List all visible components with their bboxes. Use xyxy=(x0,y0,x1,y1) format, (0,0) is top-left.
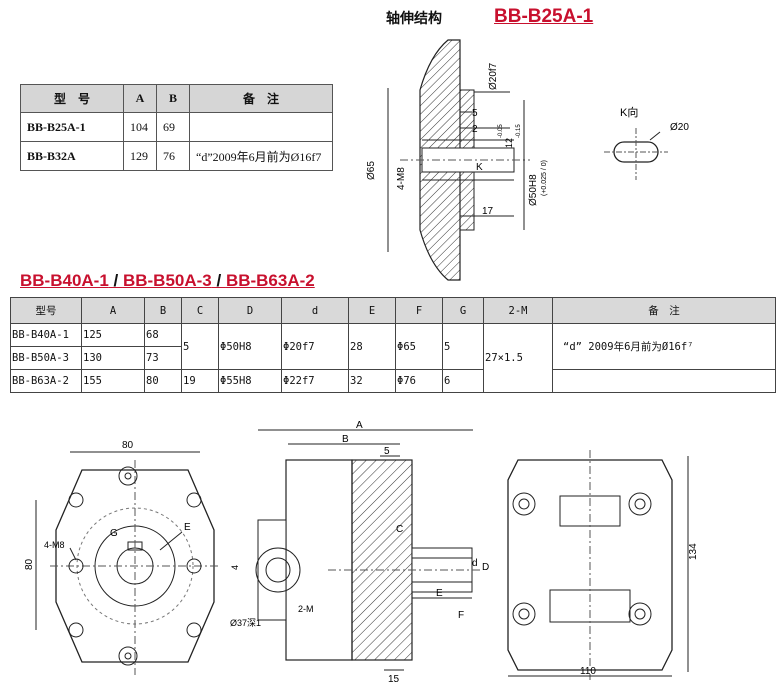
side-label-e: E xyxy=(436,588,443,599)
t2-cell-f: Φ76 xyxy=(395,369,443,393)
side-dim-15: 15 xyxy=(388,674,400,685)
dim-d50h8: Ø50H8 xyxy=(528,174,539,206)
t2-cell-b: 80 xyxy=(144,369,182,393)
t2-cell-note: “d” 2009年6月前为Ø16f⁷ xyxy=(552,323,776,370)
t2-header: F xyxy=(395,297,443,324)
side-label-d: d xyxy=(472,558,478,569)
t2-cell-d: Φ50H8 xyxy=(218,323,282,370)
model-title-top: BB-B25A-1 xyxy=(494,6,594,27)
t2-cell-model: BB-B63A-2 xyxy=(10,369,82,393)
t2-header: G xyxy=(442,297,484,324)
t1-cell-b: 69 xyxy=(156,112,190,142)
t2-header: A xyxy=(81,297,145,324)
side-view-drawing: A B 5 4 C d D E F Ø37深1 2-M 15 xyxy=(230,420,489,685)
model-table-large: 型号 A B C D d E F G 2-M 备 注 BB-B40A-1 125… xyxy=(10,297,776,393)
t1-cell-model: BB-B32A xyxy=(20,141,124,171)
t1-cell-note: “d”2009年6月前为Ø16f7 xyxy=(189,141,333,171)
t1-header-a: A xyxy=(123,84,157,113)
dim-d65: Ø65 xyxy=(366,161,377,180)
t2-cell-a: 130 xyxy=(81,346,145,370)
t2-cell-e: 32 xyxy=(348,369,396,393)
structure-label: 轴伸结构 xyxy=(386,10,442,26)
t2-cell-f: Φ65 xyxy=(395,323,443,370)
dim-2: 2 xyxy=(472,124,478,135)
dim-d50h8-tol: (+0.025 / 0) xyxy=(541,160,548,196)
t2-cell-dd: Φ22f7 xyxy=(281,369,349,393)
side-label-f: F xyxy=(458,610,464,621)
front-label-4m8: 4-M8 xyxy=(44,540,65,550)
t2-cell-b: 73 xyxy=(144,346,182,370)
front-view-drawing: 80 80 G E 4-M8 xyxy=(24,440,220,675)
rear-dim-110: 110 xyxy=(580,666,596,677)
t2-cell-g: 6 xyxy=(442,369,484,393)
dim-d20f7: Ø20f7 xyxy=(488,62,499,90)
dim-k: K xyxy=(476,162,483,173)
t2-cell-b: 68 xyxy=(144,323,182,347)
dim-17: 17 xyxy=(482,206,494,217)
t2-header: E xyxy=(348,297,396,324)
t2-cell-g: 5 xyxy=(442,323,484,370)
model-table-small: 型 号 A B 备 注 BB-B25A-1 104 69 BB-B32A 129… xyxy=(20,84,333,171)
k-view-drawing: K向 Ø20 xyxy=(604,105,689,180)
t2-header: C xyxy=(181,297,219,324)
series-title-1: BB-B40A-1 xyxy=(20,271,109,290)
dim-4m8: 4-M8 xyxy=(396,167,407,190)
t1-header-note: 备 注 xyxy=(189,84,333,113)
t2-header: 备 注 xyxy=(552,297,776,324)
t1-cell-model: BB-B25A-1 xyxy=(20,112,124,142)
front-label-g: G xyxy=(110,528,118,539)
front-dim-80-left: 80 xyxy=(24,558,35,570)
t2-header: D xyxy=(218,297,282,324)
dim-5: 5 xyxy=(472,108,478,119)
side-label-dd: D xyxy=(482,562,489,573)
t2-header: 2-M xyxy=(483,297,553,324)
t1-header-b: B xyxy=(156,84,190,113)
t2-header: d xyxy=(281,297,349,324)
rear-view-drawing: 134 110 xyxy=(507,450,699,680)
dim-12-upper: -0.05 xyxy=(498,124,504,138)
t2-cell-m: 27×1.5 xyxy=(483,323,553,393)
t1-cell-b: 76 xyxy=(156,141,190,171)
t1-cell-a: 129 xyxy=(123,141,157,171)
side-label-c: C xyxy=(396,524,403,535)
series-title-3: BB-B63A-2 xyxy=(225,271,315,290)
k-view-d20: Ø20 xyxy=(670,122,689,133)
rear-dim-134: 134 xyxy=(688,543,699,560)
t2-cell-e: 28 xyxy=(348,323,396,370)
t2-cell-model: BB-B50A-3 xyxy=(10,346,82,370)
t2-cell-dd: Φ20f7 xyxy=(281,323,349,370)
series-title-sep: / xyxy=(108,271,123,290)
dim-12: 12 xyxy=(504,138,514,148)
t2-cell-note-empty xyxy=(552,369,776,393)
series-title-sep: / xyxy=(211,271,226,290)
t2-cell-model: BB-B40A-1 xyxy=(10,323,82,347)
t2-header: 型号 xyxy=(10,297,82,324)
t2-cell-c: 5 xyxy=(181,323,219,370)
side-dim-b: B xyxy=(342,434,349,445)
model-series-title: BB-B40A-1 / BB-B50A-3 / BB-B63A-2 xyxy=(20,271,315,291)
t1-cell-a: 104 xyxy=(123,112,157,142)
t2-cell-a: 125 xyxy=(81,323,145,347)
side-dim-a: A xyxy=(356,420,363,431)
front-dim-80-top: 80 xyxy=(122,440,134,451)
t2-cell-c: 19 xyxy=(181,369,219,393)
t2-cell-a: 155 xyxy=(81,369,145,393)
dim-12-lower: -0.15 xyxy=(516,124,522,138)
k-view-label: K向 xyxy=(620,105,638,119)
front-label-e: E xyxy=(184,522,191,533)
side-dim-5: 5 xyxy=(384,446,390,457)
series-title-2: BB-B50A-3 xyxy=(122,271,212,290)
t1-header-model: 型 号 xyxy=(20,84,124,113)
t2-cell-d: Φ55H8 xyxy=(218,369,282,393)
side-label-hole: Ø37深1 xyxy=(230,618,261,628)
t1-cell-note xyxy=(189,112,333,142)
t2-header: B xyxy=(144,297,182,324)
side-dim-4: 4 xyxy=(230,565,240,570)
shaft-drawing: Ø65 4-M8 Ø20f7 5 2 K 12 -0.05 -0.15 Ø50H… xyxy=(366,39,548,281)
side-label-2m: 2-M xyxy=(298,604,314,614)
